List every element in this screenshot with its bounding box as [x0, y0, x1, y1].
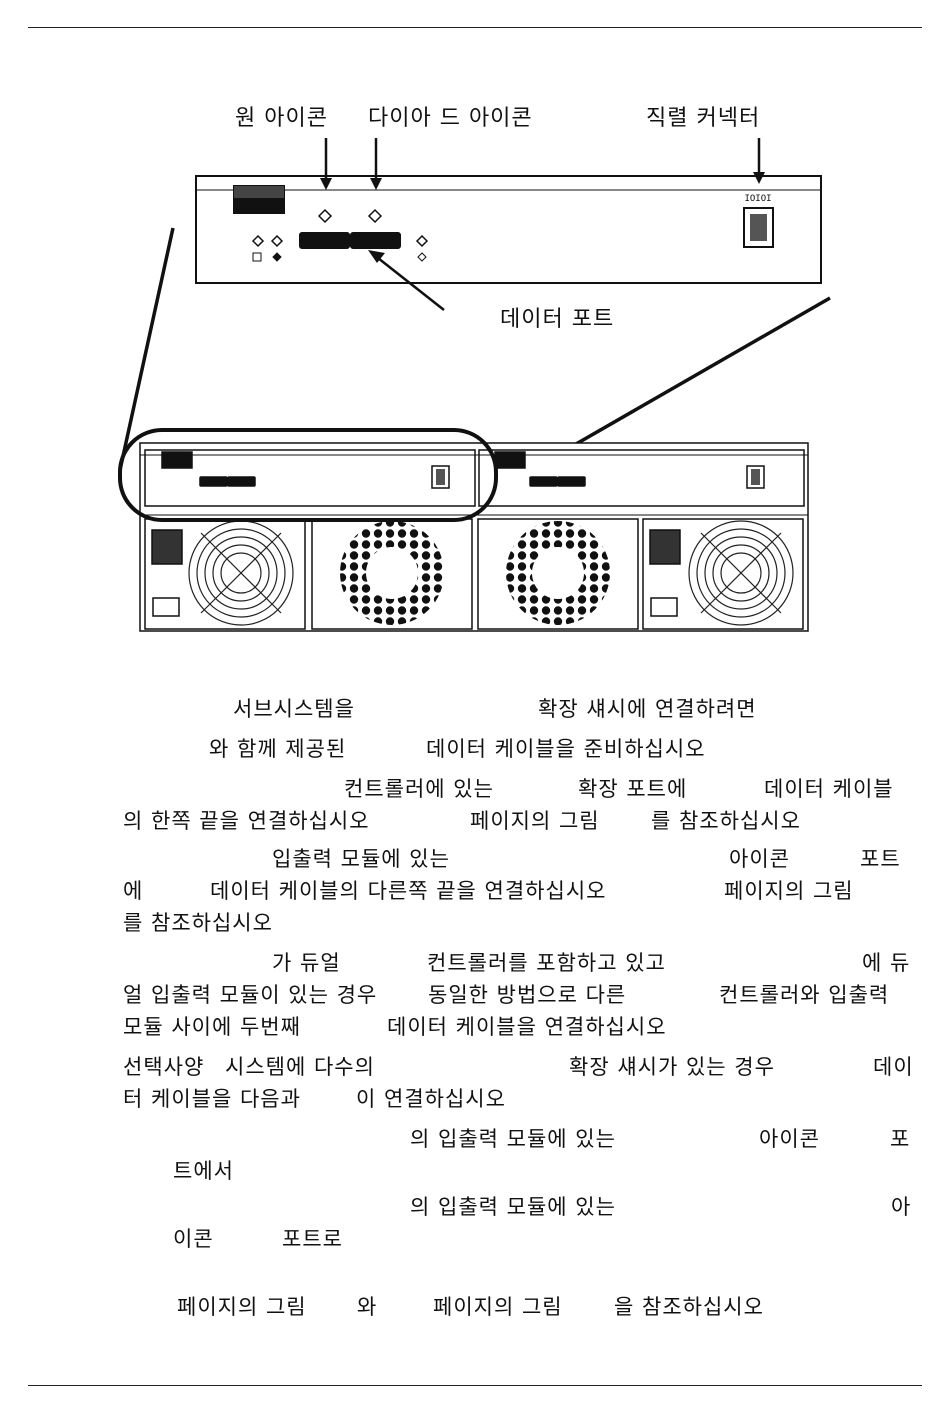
para3-d: 의 한쪽 끝을 연결하십시오	[123, 809, 370, 833]
ref-a: 페이지의 그림	[177, 1295, 307, 1319]
para6-b: 시스템에 다수의	[225, 1055, 375, 1079]
power-icon-label: 원 아이콘	[235, 106, 328, 131]
para1-a: 서브시스템을	[233, 697, 355, 721]
data-port-label: 데이터 포트	[500, 307, 615, 332]
para6-c: 확장 섀시가 있는 경우	[569, 1055, 775, 1079]
para6-f: 이 연결하십시오	[356, 1087, 506, 1111]
para6-e: 터 케이블을 다음과	[123, 1087, 301, 1111]
para2-a: 와 함께 제공된	[209, 737, 347, 761]
serial-connector-label: 직렬 커넥터	[646, 106, 761, 131]
para2-b: 데이터 케이블을 준비하십시오	[426, 737, 706, 761]
bullet2-a: 의 입출력 모듈에 있는	[410, 1195, 616, 1219]
para5-d: 얼 입출력 모듈이 있는 경우	[123, 983, 378, 1007]
para4-c: 포트	[860, 847, 901, 871]
para5-h: 데이터 케이블을 연결하십시오	[387, 1015, 667, 1039]
header-rule	[28, 27, 922, 28]
bullet1-d: 트에서	[173, 1159, 234, 1183]
para5-c: 에 듀	[862, 951, 911, 975]
bullet2-b: 아	[891, 1195, 912, 1219]
para4-g: 를 참조하십시오	[123, 911, 273, 935]
para3-f: 를 참조하십시오	[651, 809, 801, 833]
para5-a: 가 듀얼	[272, 951, 341, 975]
ref-d: 을 참조하십시오	[614, 1295, 764, 1319]
para4-b: 아이콘	[729, 847, 790, 871]
para5-f: 컨트롤러와 입출력	[719, 983, 890, 1007]
para4-f: 페이지의 그림	[724, 879, 854, 903]
para6-d: 데이	[873, 1055, 914, 1079]
bullet1-c: 포	[890, 1127, 911, 1151]
para5-g: 모듈 사이에 두번째	[123, 1015, 301, 1039]
para5-e: 동일한 방법으로 다른	[428, 983, 627, 1007]
enlarged-io-module	[195, 175, 822, 284]
para3-e: 페이지의 그림	[470, 809, 600, 833]
bullet1-b: 아이콘	[759, 1127, 820, 1151]
para3-a: 컨트롤러에 있는	[344, 777, 494, 801]
io-module-diagram: IOIOI	[118, 138, 831, 632]
para3-c: 데이터 케이블	[764, 777, 894, 801]
ref-c: 페이지의 그림	[433, 1295, 563, 1319]
bullet1-a: 의 입출력 모듈에 있는	[410, 1127, 616, 1151]
diamond-icon-label: 다이아 드 아이콘	[368, 106, 533, 131]
para5-b: 컨트롤러를 포함하고 있고	[427, 951, 666, 975]
footer-rule	[28, 1385, 922, 1386]
serial-glyph: IOIOI	[744, 194, 771, 204]
bullet2-d: 포트로	[282, 1227, 343, 1251]
para1-b: 확장 섀시에 연결하려면	[538, 697, 757, 721]
para4-a: 입출력 모듈에 있는	[272, 847, 450, 871]
highlight-ring	[118, 428, 498, 522]
para4-d: 에	[123, 879, 144, 903]
ref-b: 와	[357, 1295, 378, 1319]
para6-a: 선택사양	[123, 1055, 205, 1079]
bullet2-c: 이콘	[173, 1227, 214, 1251]
para4-e: 데이터 케이블의 다른쪽 끝을 연결하십시오	[210, 879, 607, 903]
para3-b: 확장 포트에	[578, 777, 688, 801]
